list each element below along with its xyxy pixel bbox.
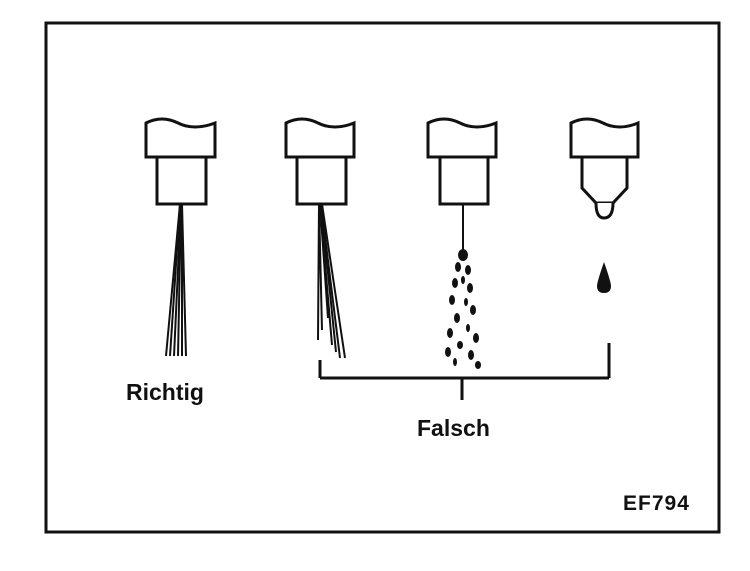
spray-correct bbox=[165, 203, 187, 357]
nozzle-spread bbox=[284, 117, 356, 359]
spray-droplets bbox=[445, 249, 481, 369]
figure-code: EF794 bbox=[623, 492, 690, 515]
wrong-bracket bbox=[318, 343, 611, 400]
figure-frame bbox=[44, 21, 721, 534]
hanging-drop bbox=[594, 202, 615, 220]
spray-spread bbox=[317, 203, 346, 359]
label-correct: Richtig bbox=[126, 379, 204, 405]
nozzle-correct bbox=[144, 117, 217, 357]
label-wrong: Falsch bbox=[417, 415, 490, 441]
nozzle-drip bbox=[569, 117, 640, 293]
falling-drop bbox=[597, 262, 611, 293]
nozzle-dribble bbox=[426, 117, 498, 369]
